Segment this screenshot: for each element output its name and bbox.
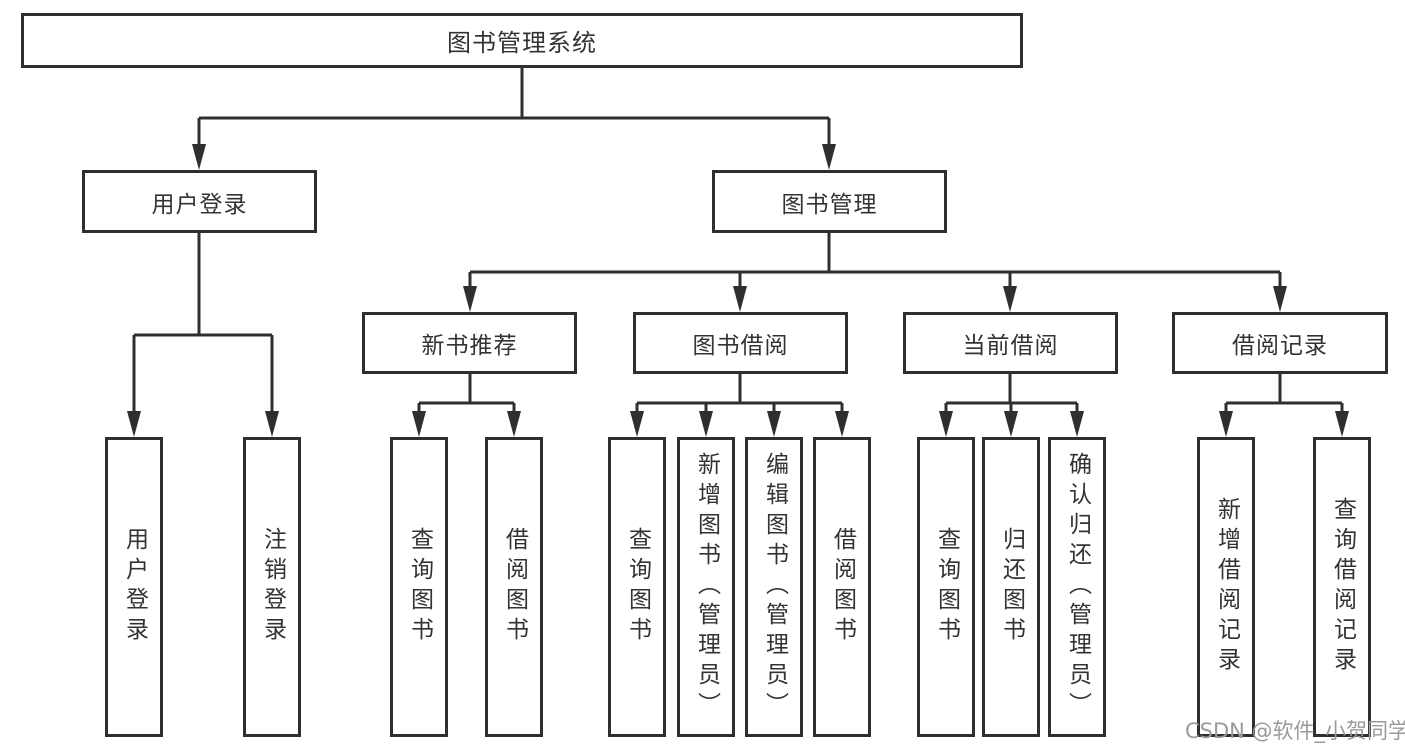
arrow-icon bbox=[767, 411, 781, 437]
leaf-edit-book-admin: 编辑图书（管理员） bbox=[745, 437, 803, 737]
node-new-book-recommend: 新书推荐 bbox=[362, 312, 577, 374]
arrow-icon bbox=[1004, 411, 1018, 437]
leaf-borrow-books: 借阅图书 bbox=[813, 437, 871, 737]
leaf-query-books-current: 查询图书 bbox=[917, 437, 975, 737]
arrow-icon bbox=[822, 144, 836, 170]
leaf-return-books: 归还图书 bbox=[982, 437, 1040, 737]
leaf-add-borrow-record: 新增借阅记录 bbox=[1197, 437, 1255, 737]
leaf-add-book-admin: 新增图书（管理员） bbox=[677, 437, 735, 737]
node-borrowing-records: 借阅记录 bbox=[1172, 312, 1388, 374]
node-book-management: 图书管理 bbox=[712, 170, 947, 233]
arrow-icon bbox=[192, 144, 206, 170]
node-user-login-branch: 用户登录 bbox=[82, 170, 317, 233]
leaf-user-login: 用户登录 bbox=[105, 437, 163, 737]
arrow-icon bbox=[507, 411, 521, 437]
arrow-icon bbox=[1273, 286, 1287, 312]
arrow-icon bbox=[699, 411, 713, 437]
arrow-icon bbox=[1335, 411, 1349, 437]
csdn-watermark: CSDN @软件_小贺同学 bbox=[1185, 719, 1405, 743]
arrow-icon bbox=[733, 286, 747, 312]
leaf-query-books-recommend: 查询图书 bbox=[390, 437, 448, 737]
arrow-icon bbox=[463, 286, 477, 312]
arrow-icon bbox=[265, 411, 279, 437]
node-library-system: 图书管理系统 bbox=[21, 13, 1023, 68]
arrow-icon bbox=[939, 411, 953, 437]
arrow-icon bbox=[1070, 411, 1084, 437]
arrow-icon bbox=[412, 411, 426, 437]
leaf-query-borrow-record: 查询借阅记录 bbox=[1313, 437, 1371, 737]
leaf-borrow-books-recommend: 借阅图书 bbox=[485, 437, 543, 737]
leaf-confirm-return-admin: 确认归还（管理员） bbox=[1048, 437, 1106, 737]
arrow-icon bbox=[630, 411, 644, 437]
node-book-borrowing: 图书借阅 bbox=[633, 312, 848, 374]
arrow-icon bbox=[1003, 286, 1017, 312]
leaf-query-books-borrow: 查询图书 bbox=[608, 437, 666, 737]
arrow-icon bbox=[127, 411, 141, 437]
arrow-icon bbox=[1219, 411, 1233, 437]
node-current-borrowing: 当前借阅 bbox=[903, 312, 1118, 374]
leaf-logout: 注销登录 bbox=[243, 437, 301, 737]
arrow-icon bbox=[835, 411, 849, 437]
